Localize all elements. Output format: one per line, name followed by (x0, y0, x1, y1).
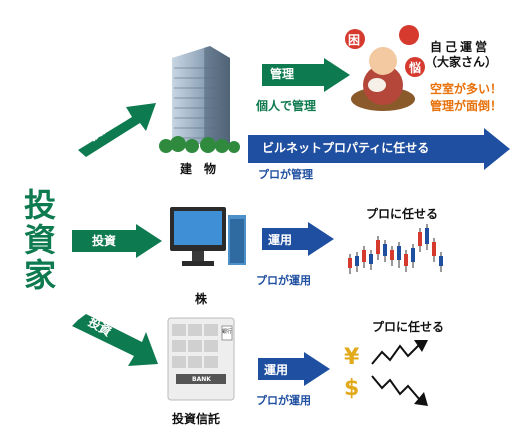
operate-arrow-trust-label: 運用 (264, 363, 289, 377)
delegate-stock-text: プロに任せる (366, 207, 439, 221)
owner-illustration: 困 悩 (343, 25, 425, 113)
complaint-management: 管理が面倒！ (430, 99, 503, 113)
manage-arrow-label: 管理 (270, 67, 295, 81)
yen-symbol: ¥ (344, 345, 360, 370)
computer-illustration (170, 205, 250, 275)
delegate-trust-text: プロに任せる (372, 320, 445, 334)
stock-label: 株 (195, 292, 208, 306)
building-illustration (158, 40, 240, 160)
invest-label-stock: 投資 (92, 234, 117, 248)
delegate-arrow-label: ビルネットプロパティに任せる (262, 141, 430, 155)
owner-subtitle: （大家さん） (425, 55, 498, 69)
atm-label: BANK (192, 376, 211, 383)
worry-mark-1: 困 (348, 33, 361, 47)
worry-mark-2: 悩 (409, 61, 422, 75)
operate-arrow-stock (262, 222, 334, 256)
zigzag-up-arrow (371, 340, 428, 365)
invest-arrow-trust (72, 314, 158, 366)
trust-label: 投資信託 (172, 412, 221, 426)
zigzag-down-arrow (371, 375, 428, 406)
manage-arrow (262, 58, 350, 92)
owner-title: 自己運営 (430, 40, 491, 54)
complaint-vacancy: 空室が多い！ (430, 82, 503, 96)
pro-operate-trust-text: プロが運用 (256, 394, 311, 407)
operate-arrow-stock-label: 運用 (268, 233, 293, 247)
atm-illustration: 銀行 BANK (167, 317, 235, 401)
invest-arrow-building (78, 103, 156, 157)
atm-icon (167, 317, 235, 401)
pro-operate-stock-text: プロが運用 (256, 274, 311, 287)
dollar-symbol: $ (344, 376, 360, 401)
computer-icon (170, 207, 246, 266)
building-label: 建 物 (180, 162, 217, 176)
pro-manage-text: プロが管理 (258, 168, 313, 181)
invest-arrow-stock (72, 224, 162, 258)
self-manage-text: 個人で管理 (256, 99, 317, 113)
candlestick-chart (348, 224, 443, 274)
operate-arrow-trust (258, 352, 330, 386)
building-icon (159, 46, 240, 153)
investor-label: 投資家 (23, 186, 56, 294)
delegate-arrow (248, 128, 510, 170)
worried-owner-icon (345, 25, 425, 111)
atm-badge: 銀行 (222, 329, 233, 335)
